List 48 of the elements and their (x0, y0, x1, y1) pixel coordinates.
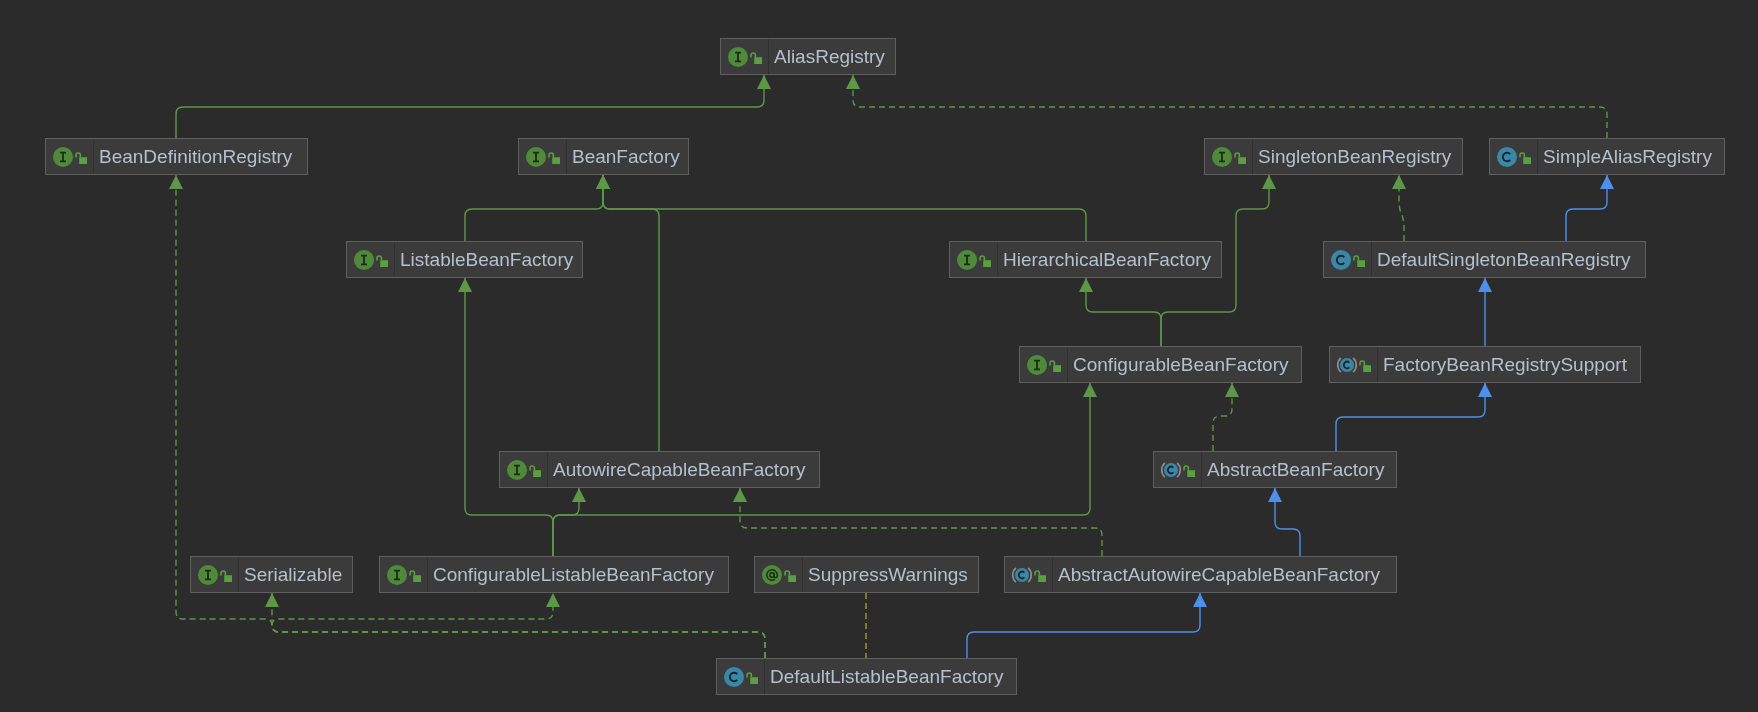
class-box (190, 556, 353, 593)
class-name: AbstractAutowireCapableBeanFactory (1058, 564, 1381, 586)
dashed-line (865, 592, 867, 659)
dashed-arrow (1392, 174, 1406, 242)
class-box (499, 451, 820, 488)
class-name: DefaultListableBeanFactory (770, 666, 1004, 688)
class-box (754, 556, 979, 593)
class-name: ConfigurableBeanFactory (1073, 354, 1289, 376)
class-box (518, 138, 689, 175)
class-box (1019, 346, 1302, 383)
class-name: DefaultSingletonBeanRegistry (1377, 249, 1631, 271)
class-box (45, 138, 308, 175)
class-box (1204, 138, 1463, 175)
class-name: AliasRegistry (774, 46, 885, 68)
arrow (1335, 382, 1492, 452)
class-box (1153, 451, 1397, 488)
dashed-arrow (846, 74, 1608, 139)
class-name: AbstractBeanFactory (1207, 459, 1385, 481)
class-name: AutowireCapableBeanFactory (553, 459, 806, 481)
dashed-arrow (1212, 382, 1239, 452)
class-name: ListableBeanFactory (400, 249, 574, 271)
class-box (1489, 138, 1725, 175)
class-name: Serializable (244, 564, 343, 586)
class-box (379, 556, 729, 593)
class-box (949, 241, 1222, 278)
arrow (175, 74, 771, 139)
class-name: BeanFactory (572, 146, 680, 168)
class-box (346, 241, 583, 278)
arrow (1478, 277, 1492, 347)
class-name: HierarchicalBeanFactory (1003, 249, 1212, 271)
arrow (1565, 174, 1614, 242)
class-box (1329, 346, 1641, 383)
class-box (1323, 241, 1646, 278)
class-name: SingletonBeanRegistry (1258, 146, 1452, 168)
arrow (596, 174, 660, 452)
class-name: SimpleAliasRegistry (1543, 146, 1712, 168)
arrow (1160, 174, 1276, 347)
class-box (1004, 556, 1397, 593)
class-name: BeanDefinitionRegistry (99, 146, 293, 168)
arrow (552, 382, 1097, 557)
class-name: SuppressWarnings (808, 564, 968, 586)
class-name: ConfigurableListableBeanFactory (433, 564, 714, 586)
arrow (1268, 487, 1301, 557)
arrow (966, 592, 1207, 659)
class-box (720, 38, 896, 75)
class-name: FactoryBeanRegistrySupport (1383, 354, 1627, 376)
class-box (716, 658, 1017, 695)
dashed-arrow (733, 487, 1103, 557)
